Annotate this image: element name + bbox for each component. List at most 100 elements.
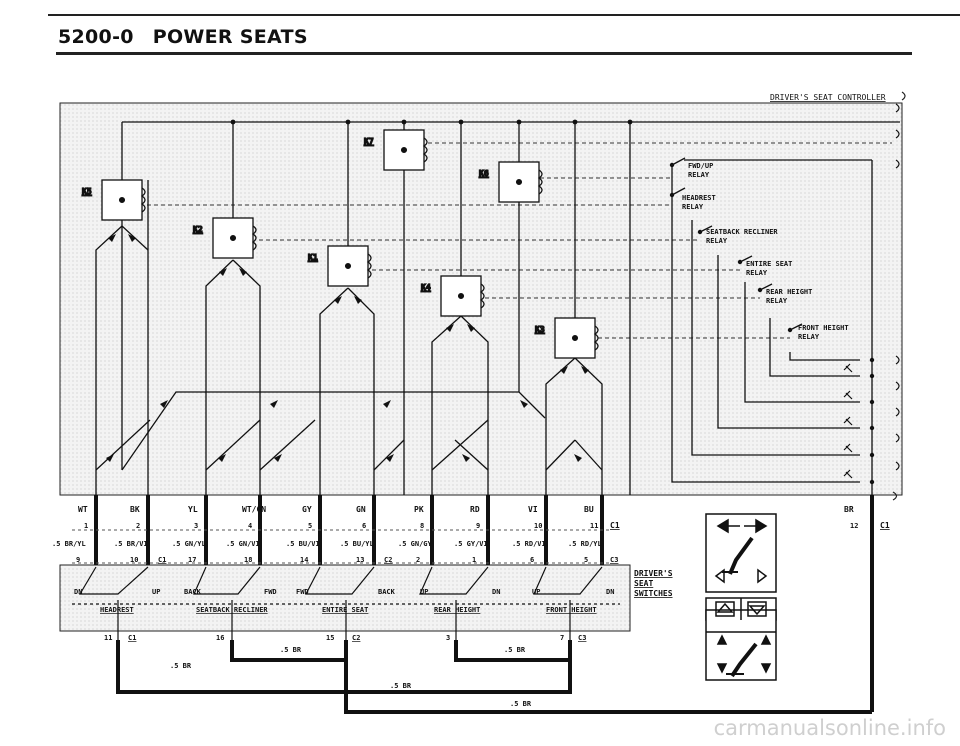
connector-pin-number: 1 [84,522,88,530]
connector-pin-number: 2 [416,556,420,564]
switch-direction-label: DN [74,588,82,596]
relay-id-label: K5 [82,187,92,196]
relay-k6: K6 [478,161,543,203]
relay-function-label: REAR HEIGHT [766,288,812,296]
connector-c3-label: C3 [610,556,618,564]
relay-function-label: RELAY [682,203,704,211]
switch-panel [59,564,631,632]
switch-direction-label: BACK [184,588,202,596]
connector-pin-number: 11 [590,522,598,530]
ground-wire-label: .5 BR [390,682,412,690]
connector-pin-number: 14 [300,556,308,564]
page-title: 5200-0 POWER SEATS [58,26,308,48]
connector-pin-number: 18 [244,556,252,564]
relay-function-label: FRONT HEIGHT [798,324,849,332]
connector-pin-number: 15 [326,634,334,642]
relay-k5: K5 [81,179,146,221]
connector-c1-label: C1 [880,521,890,530]
wire-color-label: GY [302,505,312,514]
connector-pin-number: 2 [136,522,140,530]
wire-color-label: BK [130,505,140,514]
wire-color-label: PK [414,505,424,514]
wire-gauge-label: .5 GN/GY [398,540,433,548]
switches-title: SEAT [634,579,653,588]
relay-function-label: ENTIRE SEAT [746,260,792,268]
switch-direction-label: UP [532,588,540,596]
wire-gauge-label: .5 BR/VI [114,540,148,548]
relay-k2: K2 [192,217,257,259]
connector-pin-number: 6 [530,556,534,564]
switch-direction-label: DN [606,588,614,596]
relay-id-label: K1 [308,253,318,262]
wire-color-label: YL [188,505,198,514]
switch-group-label: HEADREST [100,606,134,614]
connector-pin-number: 9 [476,522,480,530]
wire-gauge-label: .5 RD/VI [512,540,546,548]
wire-color-label: GN [356,505,366,514]
relay-function-label: HEADREST [682,194,716,202]
switch-direction-label: BACK [378,588,396,596]
relay-function-label: RELAY [746,269,768,277]
switch-group-label: SEATBACK RECLINER [196,606,268,614]
connector-c2-label: C2 [352,634,360,642]
wire-gauge-label: .5 GN/YL [172,540,206,548]
ground-wire-label: .5 BR [280,646,302,654]
connector-pin-number: 5 [584,556,588,564]
switch-direction-label: DN [492,588,500,596]
switch-direction-label: FWD [296,588,309,596]
switch-direction-label: UP [420,588,428,596]
wire-gauge-label: .5 BU/VI [286,540,320,548]
relay-function-label: FWD/UP [688,162,713,170]
wire-color-label: BR [844,505,854,514]
connector-pin-number: 4 [248,522,252,530]
ground-wire-label: .5 BR [504,646,526,654]
connector-c1-label: C1 [128,634,136,642]
connector-pin-number: 1 [472,556,476,564]
switches-title: SWITCHES [634,589,673,598]
ground-wire-label: .5 BR [510,700,532,708]
relay-k4: K4 [420,275,485,317]
ground-wire-label: .5 BR [170,662,192,670]
relay-function-label: RELAY [798,333,820,341]
connector-pin-number: 3 [446,634,450,642]
relay-id-label: K4 [421,283,431,292]
wire-gauge-label: .5 RD/YL [568,540,602,548]
wire-gauge-label: .5 GN/VI [226,540,260,548]
wire-color-label: RD [470,505,480,514]
wire-gauge-label: .5 BR/YL [52,540,86,548]
switch-illustration [705,513,777,681]
connector-pin-number: 10 [130,556,138,564]
connector-pin-number: 16 [216,634,224,642]
relay-k1: K1 [307,245,372,287]
wire-color-label: VI [528,505,538,514]
switches-title: DRIVER'S [634,569,673,578]
connector-pin-number: 3 [194,522,198,530]
connector-c1-label: C1 [158,556,166,564]
switch-direction-label: UP [152,588,160,596]
switch-group-label: ENTIRE SEAT [322,606,368,614]
connector-pin-number: 10 [534,522,542,530]
connector-pin-number: 6 [362,522,366,530]
connector-c1-label: C1 [610,521,620,530]
wire-color-label: WT/GN [242,505,266,514]
connector-c3-label: C3 [578,634,586,642]
relay-id-label: K6 [479,169,489,178]
relay-id-label: K2 [193,225,203,234]
controller-label: DRIVER'S SEAT CONTROLLER [770,93,886,102]
connector-pin-number: 7 [560,634,564,642]
top-rule [48,14,960,16]
relay-function-label: SEATBACK RECLINER [706,228,778,236]
watermark: carmanualsonline.info [713,716,946,740]
section-title: POWER SEATS [152,26,308,48]
title-rule [56,52,912,55]
wire-color-label: BU [584,505,594,514]
connector-pin-number: 17 [188,556,196,564]
relay-id-label: K3 [535,325,545,334]
relay-k7: K7 [363,129,428,171]
relay-function-label: RELAY [766,297,788,305]
connector-pin-number: 13 [356,556,364,564]
switch-group-label: REAR HEIGHT [434,606,480,614]
wire-color-label: WT [78,505,88,514]
